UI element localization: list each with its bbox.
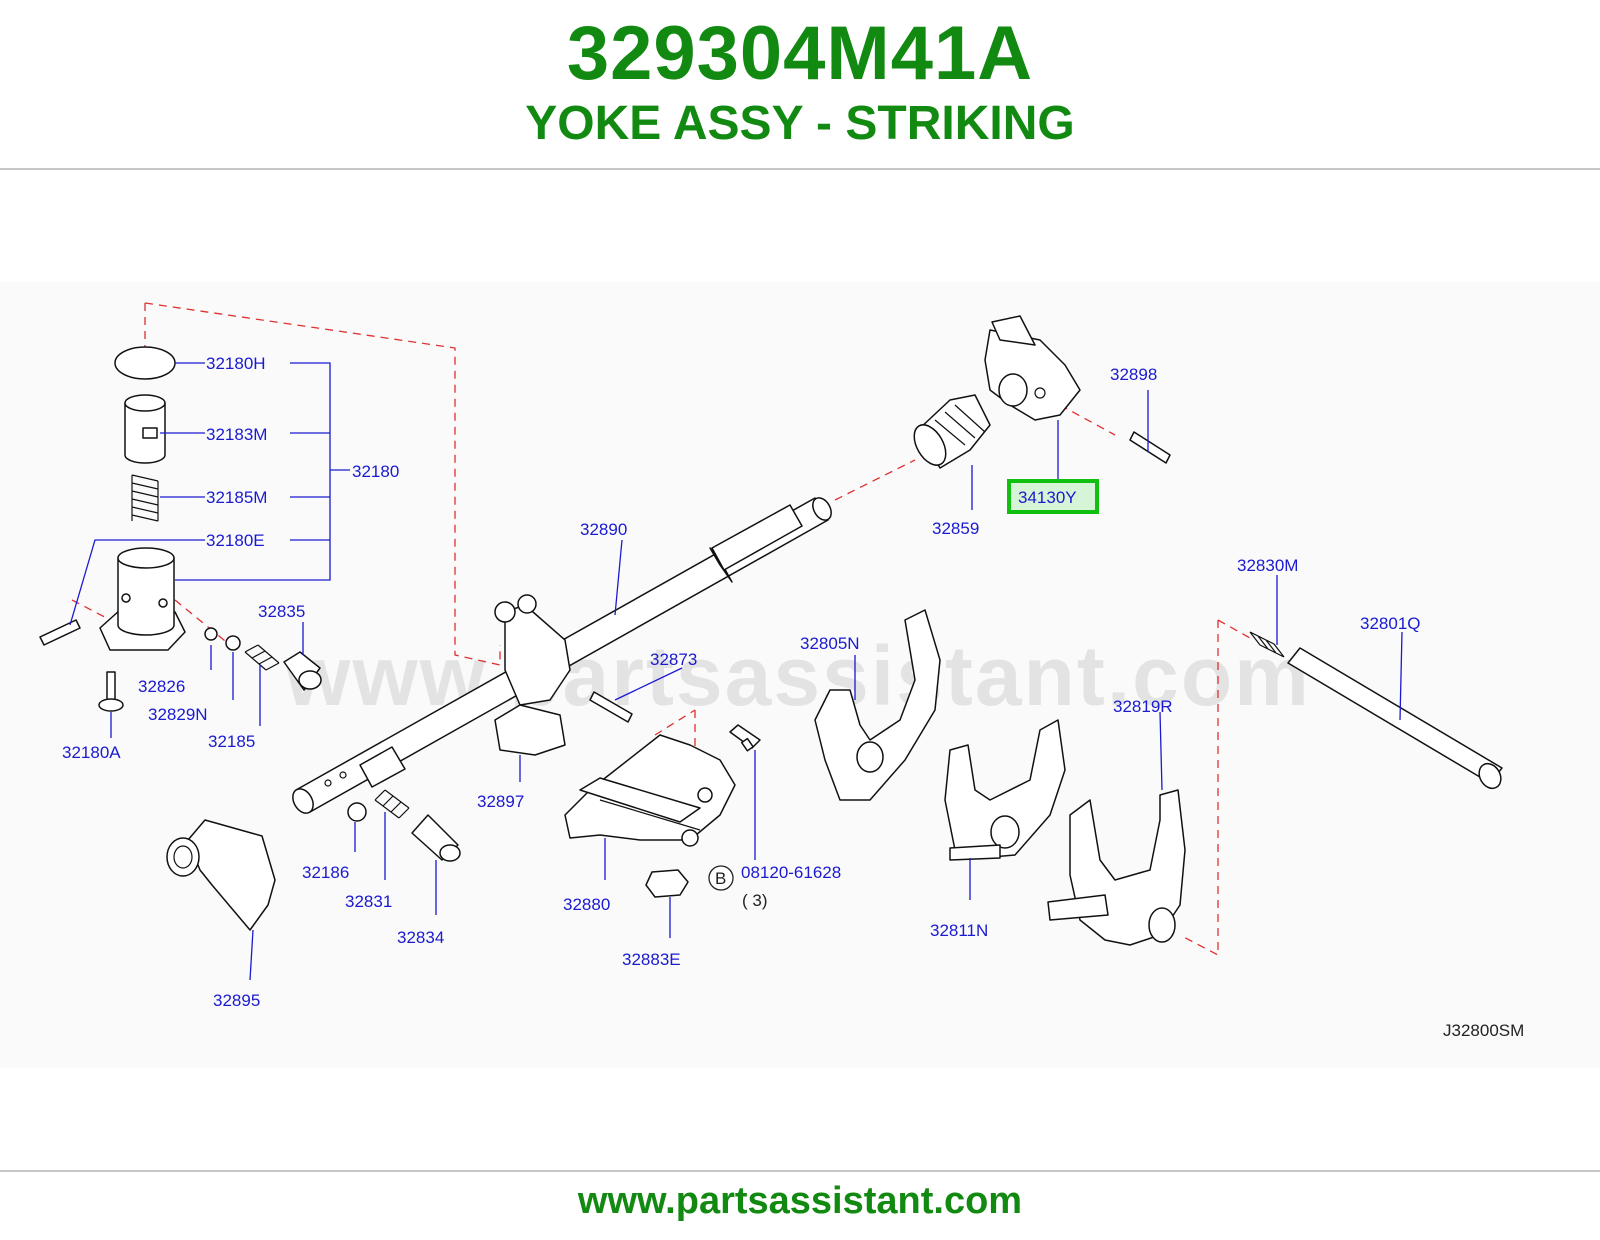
callout-32180a: 32180A (62, 743, 121, 762)
callout-32180e: 32180E (206, 531, 265, 550)
pin-32898 (1129, 431, 1171, 464)
fork-32805n (814, 609, 941, 801)
callout-32890: 32890 (580, 520, 627, 539)
callout-32805n: 32805N (800, 634, 860, 653)
callout-32897: 32897 (477, 792, 524, 811)
callout-32834: 32834 (397, 928, 444, 947)
bolt-marker-letter: B (715, 869, 726, 888)
callout-32859: 32859 (932, 519, 979, 538)
ball-32829n (225, 635, 241, 651)
ball-32826 (204, 627, 218, 641)
callout-32830m: 32830M (1237, 556, 1298, 575)
plug-32834 (411, 814, 461, 862)
o-ring-32180h (114, 346, 176, 380)
callout-32811n: 32811N (930, 921, 988, 940)
callout-32873: 32873 (650, 650, 697, 669)
boot-32859 (913, 394, 991, 469)
lever-32897 (494, 594, 571, 756)
part-number-title: 329304M41A (566, 11, 1034, 96)
fork-32811n (944, 719, 1066, 861)
callout-32895: 32895 (213, 991, 260, 1010)
housing-32180e (99, 547, 186, 651)
bolt-32180a (98, 671, 124, 712)
plug-32835 (283, 651, 322, 691)
bolt-marker-b: B (708, 865, 734, 891)
highlight-box-34130y[interactable]: 34130Y (1007, 479, 1099, 514)
diagram-reference-code: J32800SM (1443, 1021, 1524, 1040)
bracket-32880 (564, 734, 736, 847)
bolt-quantity: ( 3) (742, 891, 768, 910)
callout-32829n: 32829N (148, 705, 208, 724)
callout-32831: 32831 (345, 892, 392, 911)
bolt-08120-61628 (729, 724, 761, 752)
footer-website-link[interactable]: www.partsassistant.com (577, 1180, 1023, 1222)
block-32883e (645, 869, 689, 898)
spring-32830m (1249, 631, 1285, 658)
header-divider (0, 168, 1600, 170)
callout-32880: 32880 (563, 895, 610, 914)
callout-32183m: 32183M (206, 425, 267, 444)
footer-divider (0, 1170, 1600, 1172)
callout-32835: 32835 (258, 602, 305, 621)
callout-32801q: 32801Q (1360, 614, 1421, 633)
callout-32185m: 32185M (206, 488, 267, 507)
callout-32883e: 32883E (622, 950, 681, 969)
leader-lines (69, 362, 1403, 981)
callout-32898: 32898 (1110, 365, 1157, 384)
part-name-subtitle: YOKE ASSY - STRIKING (525, 97, 1075, 150)
lever-32895 (166, 819, 276, 931)
pin-left (39, 619, 81, 646)
callout-32185: 32185 (208, 732, 255, 751)
fork-32819r (1047, 789, 1186, 946)
callout-08120-61628: 08120-61628 (741, 863, 841, 882)
callout-32180: 32180 (352, 462, 399, 481)
spring-32185m (131, 474, 159, 522)
plunger-32183m (124, 394, 166, 464)
callout-32819r: 32819R (1113, 697, 1173, 716)
callout-32826: 32826 (138, 677, 185, 696)
spring-32185 (244, 644, 280, 671)
callout-32186: 32186 (302, 863, 349, 882)
rod-32801q (1287, 647, 1503, 790)
ball-32186 (347, 802, 367, 822)
spring-32831 (374, 789, 410, 819)
yoke-34130y (984, 315, 1081, 421)
callout-34130y[interactable]: 34130Y (1018, 488, 1077, 507)
callout-32180h: 32180H (206, 354, 266, 373)
pin-32873 (589, 691, 633, 723)
